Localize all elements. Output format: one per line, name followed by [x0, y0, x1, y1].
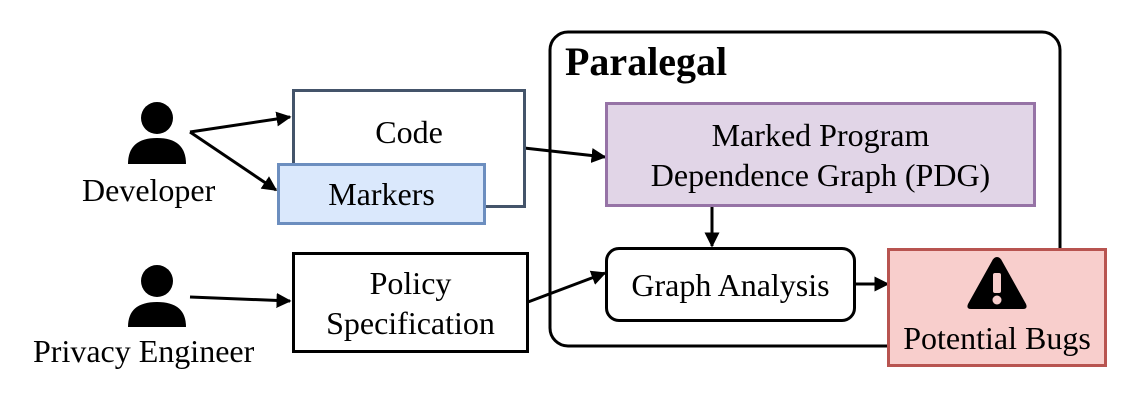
pdg-label-line2: Dependence Graph (PDG)	[650, 156, 991, 193]
developer-person-icon	[128, 102, 186, 164]
potential-bugs-label: Potential Bugs	[903, 320, 1091, 356]
pdg-label-line1: Marked Program	[711, 116, 930, 153]
privacy-engineer-label: Privacy Engineer	[33, 333, 255, 369]
warning-triangle-icon	[967, 257, 1027, 309]
paralegal-container	[548, 30, 1062, 348]
policy-label-line2: Specification	[326, 304, 495, 341]
markers-label: Markers	[328, 176, 435, 212]
arrow-policy-to-analysis	[527, 270, 607, 304]
pdg-box: Marked Program Dependence Graph (PDG)	[605, 102, 1036, 207]
policy-label-line1: Policy	[369, 264, 452, 301]
arrow-code-to-pdg	[523, 146, 607, 163]
arrow-developer-to-code	[189, 111, 292, 134]
policy-specification-box: Policy Specification	[292, 252, 529, 353]
arrow-developer-to-markers	[189, 130, 278, 192]
developer-label: Developer	[82, 172, 216, 208]
system-title: Paralegal	[565, 39, 728, 84]
code-label: Code	[375, 114, 443, 150]
arrow-privacy-to-policy	[189, 292, 292, 308]
markers-box: Markers	[277, 163, 486, 225]
privacy-engineer-person-icon	[128, 265, 186, 327]
graph-analysis-label: Graph Analysis	[631, 266, 830, 303]
potential-bugs-box: Potential Bugs	[887, 248, 1107, 367]
graph-analysis-box: Graph Analysis	[605, 247, 856, 322]
